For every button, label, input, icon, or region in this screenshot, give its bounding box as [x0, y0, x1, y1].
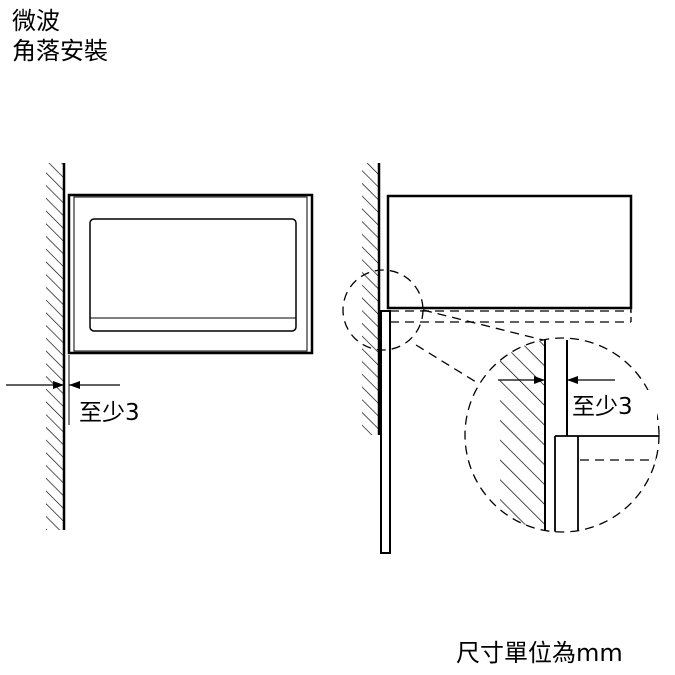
title-line-1: 微波: [12, 7, 60, 35]
magnified-detail: 至少3: [464, 337, 660, 533]
title: 微波 角落安裝: [12, 6, 108, 66]
left-wall: [46, 163, 66, 530]
title-line-2: 角落安裝: [12, 37, 108, 65]
detail-circle: [464, 337, 660, 533]
detail-arrow-right: [567, 376, 578, 384]
cabinet-panel: [380, 310, 391, 554]
detail-arrow-left: [534, 376, 545, 384]
detail-wall-hatch: [500, 338, 545, 532]
right-clearance-label: 至少3: [572, 394, 633, 420]
unit-note: 尺寸單位為mm: [456, 639, 623, 667]
right-view: 至少3: [342, 163, 660, 554]
left-clearance-label: 至少3: [79, 400, 140, 426]
detail-leader-line: [415, 344, 477, 383]
microwave-top: [386, 194, 633, 310]
left-clearance-dimension: 至少3: [6, 355, 140, 426]
right-wall: [362, 163, 381, 435]
left-view: 至少3: [6, 163, 314, 530]
microwave-front: [67, 193, 314, 355]
